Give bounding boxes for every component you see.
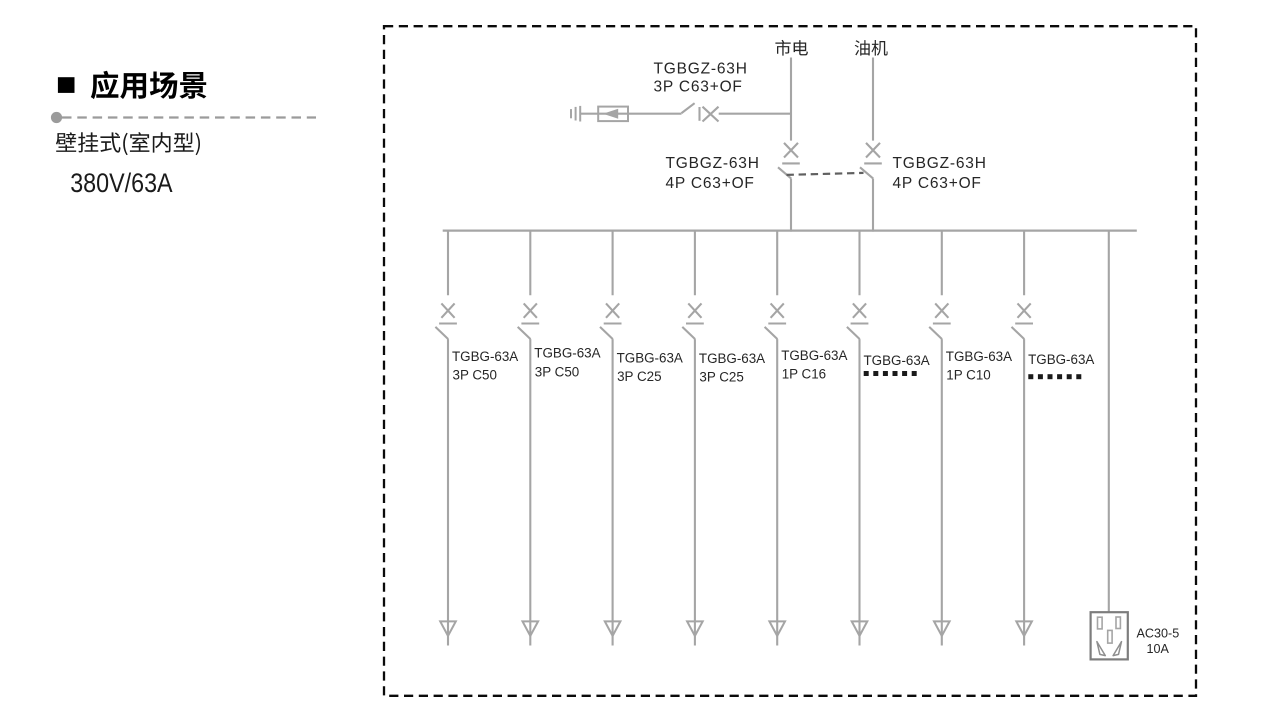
svg-text:TGBGZ-63H: TGBGZ-63H [893,155,987,172]
svg-text:TGBG-63A: TGBG-63A [617,351,683,366]
svg-text:3P C50: 3P C50 [453,368,497,383]
svg-text:AC30-5: AC30-5 [1137,627,1180,641]
svg-text:TGBG-63A: TGBG-63A [452,349,518,364]
svg-text:TGBGZ-63H: TGBGZ-63H [666,155,760,172]
svg-text:TGBG-63A: TGBG-63A [534,346,600,361]
svg-text:3P C25: 3P C25 [699,370,743,385]
svg-text:380V/63A: 380V/63A [70,169,173,199]
svg-text:TGBG-63A: TGBG-63A [1028,352,1094,367]
svg-text:10A: 10A [1147,642,1170,656]
svg-text:1P C10: 1P C10 [946,368,990,383]
svg-text:TGBG-63A: TGBG-63A [864,353,930,368]
svg-text:4P C63+OF: 4P C63+OF [666,175,755,192]
svg-text:1P C16: 1P C16 [782,367,826,382]
svg-text:TGBG-63A: TGBG-63A [781,348,847,363]
svg-text:4P C63+OF: 4P C63+OF [893,175,982,192]
svg-text:3P C50: 3P C50 [535,364,579,379]
svg-text:TGBG-63A: TGBG-63A [699,351,765,366]
svg-text:3P C25: 3P C25 [617,369,661,384]
svg-text:TGBGZ-63H: TGBGZ-63H [654,61,748,78]
svg-text:3P C63+OF: 3P C63+OF [654,79,743,96]
svg-text:TGBG-63A: TGBG-63A [946,349,1012,364]
